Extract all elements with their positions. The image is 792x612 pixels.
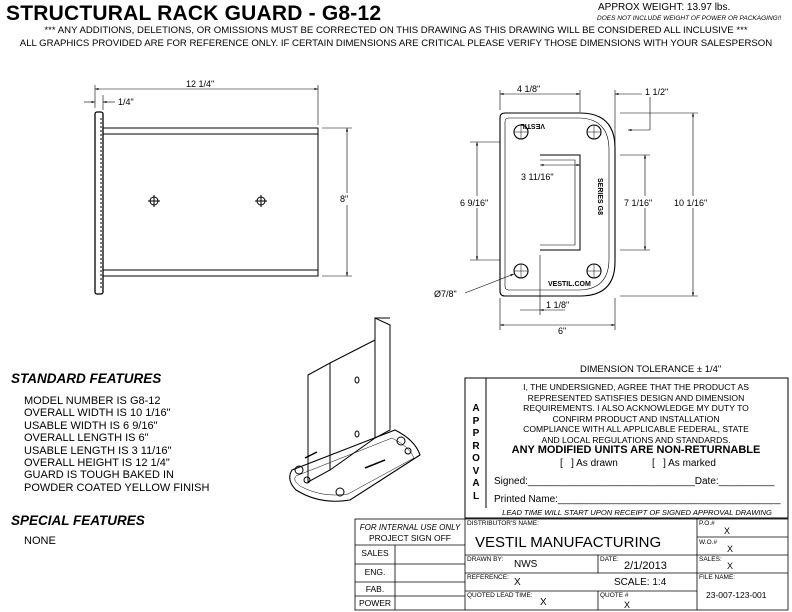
file-name-label: FILE NAME: — [699, 574, 736, 581]
approval-letter: P — [472, 428, 480, 439]
top-hole-bl — [513, 263, 529, 279]
dim-hole-diameter: Ø7/8" — [434, 289, 457, 299]
stamp-vestil: VESTIL — [520, 122, 545, 129]
internal-use-heading: FOR INTERNAL USE ONLY — [359, 523, 461, 532]
title-block — [354, 518, 789, 611]
feature-item: OVERALL WIDTH IS 10 1/16" — [24, 407, 171, 420]
approval-text-line: I, THE UNDERSIGNED, AGREE THAT THE PRODU… — [523, 382, 749, 392]
sign-off-sales: SALES — [361, 548, 389, 558]
dim-plate-thickness: 1/4" — [118, 97, 134, 107]
approval-letter: O — [472, 453, 480, 464]
dim-1-1-8: 1 1/8" — [546, 300, 569, 310]
approval-letter: V — [472, 465, 480, 477]
channel-body — [102, 127, 319, 277]
drawn-by-label: DRAWN BY: — [467, 556, 504, 563]
special-features-value: NONE — [24, 535, 56, 547]
project-sign-off-heading: PROJECT SIGN OFF — [368, 533, 452, 543]
date-label: DATE: — [600, 556, 619, 563]
non-returnable-warning: ANY MODIFIED UNITS ARE NON-RETURNABLE — [511, 444, 761, 456]
approval-text-line: REPRESENTED SATISFIES DESIGN AND DIMENSI… — [527, 392, 745, 403]
feature-item: GUARD IS TOUGH BAKED IN — [24, 469, 174, 482]
dim-10-1-16: 10 1/16" — [674, 198, 707, 208]
side-hole-1 — [148, 195, 160, 207]
stamp-web: VESTIL.COM — [548, 281, 591, 288]
lead-time-note: LEAD TIME WILL START UPON RECEIPT OF SIG… — [502, 508, 772, 517]
sales-label: SALES: — [699, 556, 722, 563]
distributor-label: DISTRIBUTOR'S NAME: — [467, 520, 539, 527]
feature-item: OVERALL LENGTH IS 6" — [24, 432, 149, 445]
wo-label: W.O.# — [699, 539, 718, 546]
approval-letter: R — [472, 440, 480, 452]
dim-3-11-16: 3 11/16" — [521, 172, 554, 182]
feature-item: MODEL NUMBER IS G8-12 — [24, 395, 161, 407]
as-marked-checkbox[interactable]: [ ] As marked — [652, 458, 716, 469]
special-features-heading: SPECIAL FEATURES — [11, 513, 145, 528]
side-view — [84, 85, 352, 295]
base-plate — [94, 111, 104, 295]
feature-item: POWDER COATED YELLOW FINISH — [24, 481, 210, 494]
approval-box — [464, 377, 789, 519]
approval-side-label: A P P R O V A L — [467, 403, 485, 503]
top-hole-br — [586, 263, 602, 279]
base-outline — [499, 112, 616, 297]
quoted-lead-time-label: QUOTED LEAD TIME: — [467, 592, 533, 599]
po-value: X — [724, 526, 731, 536]
approval-letter: A — [472, 403, 480, 414]
sales-value: X — [727, 561, 734, 571]
as-drawn-checkbox[interactable]: [ ] As drawn — [560, 458, 618, 469]
feature-item: USABLE LENGTH IS 3 11/16" — [24, 444, 172, 457]
notice-line-1: *** ANY ADDITIONS, DELETIONS, OR OMISSIO… — [44, 25, 748, 36]
top-view — [464, 90, 698, 330]
quote-number-value: X — [624, 600, 631, 610]
isometric-view — [289, 317, 421, 502]
stamp-series: SERIES G8 — [596, 178, 603, 215]
approval-text-line: CONFIRM PRODUCT AND INSTALLATION — [552, 413, 720, 424]
dim-4-1-8: 4 1/8" — [517, 84, 540, 94]
sign-off-power: POWER — [358, 598, 392, 608]
dim-1-1-2: 1 1/2" — [645, 87, 668, 97]
weight-note: DOES NOT INCLUDE WEIGHT OF POWER OR PACK… — [597, 15, 782, 22]
dimension-tolerance: DIMENSION TOLERANCE ± 1/4" — [580, 364, 722, 375]
sign-off-fab: FAB. — [365, 584, 385, 594]
po-label: P.O.# — [699, 520, 715, 527]
date-value: 2/1/2013 — [624, 560, 667, 572]
top-hole-tl — [513, 124, 529, 140]
dim-overall-length: 12 1/4" — [186, 79, 214, 89]
signature-line[interactable]: Signed:______________________________Dat… — [494, 476, 775, 487]
standard-features-heading: STANDARD FEATURES — [11, 371, 162, 386]
approval-statement: I, THE UNDERSIGNED, AGREE THAT THE PRODU… — [488, 382, 784, 445]
approval-text-line: COMPLIANCE WITH ALL APPLICABLE FEDERAL, … — [523, 424, 749, 434]
scale-value: SCALE: 1:4 — [614, 577, 667, 588]
wo-value: X — [727, 544, 734, 554]
side-hole-2 — [255, 195, 267, 207]
printed-name-line[interactable]: Printed Name:___________________________… — [494, 494, 781, 505]
approval-letter: A — [472, 478, 480, 489]
approx-weight: APPROX WEIGHT: 13.97 lbs. — [598, 2, 731, 13]
dim-7-1-16: 7 1/16" — [624, 198, 652, 208]
dim-6-9-16: 6 9/16" — [460, 198, 488, 208]
reference-label: REFERENCE: — [467, 574, 509, 581]
approval-letter: L — [472, 490, 480, 502]
file-name-value: 23-007-123-001 — [706, 590, 767, 600]
dim-height: 8" — [340, 194, 348, 204]
sign-off-eng: ENG. — [364, 567, 386, 577]
approval-text-line: AND LOCAL REGULATIONS AND STANDARDS. — [541, 434, 731, 445]
drawing-title: STRUCTURAL RACK GUARD - G8-12 — [6, 2, 382, 25]
approval-text-line: REQUIREMENTS. I ALSO ACKNOWLEDGE MY DUTY… — [523, 403, 749, 413]
reference-value: X — [514, 577, 521, 588]
top-hole-tr — [586, 124, 602, 140]
approval-letter: P — [472, 415, 480, 427]
quoted-lead-time-value: X — [540, 597, 547, 608]
dim-6: 6" — [558, 326, 566, 336]
quote-number-label: QUOTE # — [600, 592, 629, 599]
feature-item: USABLE WIDTH IS 6 9/16" — [24, 419, 158, 432]
drawn-by-value: NWS — [514, 559, 538, 570]
standard-features-list: MODEL NUMBER IS G8-12 OVERALL WIDTH IS 1… — [24, 395, 209, 494]
notice-line-2: ALL GRAPHICS PROVIDED ARE FOR REFERENCE … — [19, 38, 773, 49]
distributor-name: VESTIL MANUFACTURING — [475, 534, 662, 551]
feature-item: OVERALL HEIGHT IS 12 1/4" — [24, 457, 170, 470]
